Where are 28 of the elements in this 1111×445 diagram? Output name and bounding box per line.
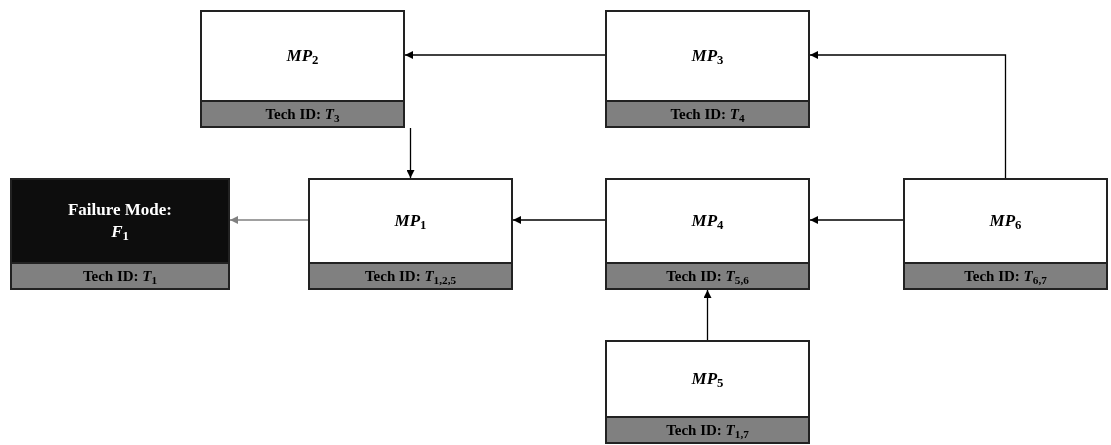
node-title: MP$_{4}$ — [691, 209, 724, 233]
tech-id-label: Tech ID: T$_{1,7}$ — [666, 420, 749, 442]
tech-id-label: Tech ID: T$_{5,6}$ — [666, 266, 749, 288]
process-box — [605, 340, 810, 444]
node-title: Failure Mode: F$_{1}$ — [67, 198, 173, 244]
arrow — [809, 216, 904, 224]
process-box — [200, 10, 405, 128]
process-box — [605, 10, 810, 128]
arrow — [404, 51, 606, 59]
node-title: MP$_{2}$ — [286, 44, 319, 68]
process-box — [308, 178, 513, 290]
node-title: MP$_{5}$ — [691, 367, 724, 391]
process-box — [605, 178, 810, 290]
arrow — [512, 216, 606, 224]
process-box — [903, 178, 1108, 290]
arrow — [809, 51, 1007, 179]
tech-id-label: Tech ID: T$_{1,2,5}$ — [364, 266, 457, 288]
tech-id-label: Tech ID: T$_{3}$ — [265, 104, 340, 126]
tech-id-label: Tech ID: T$_{4}$ — [670, 104, 745, 126]
tech-id-label: Tech ID: T$_{1}$ — [82, 266, 158, 288]
arrow — [703, 289, 712, 341]
tech-id-label: Tech ID: T$_{6,7}$ — [964, 266, 1047, 288]
arrow — [406, 127, 415, 179]
node-title: MP$_{6}$ — [989, 209, 1022, 233]
node-title: MP$_{3}$ — [691, 44, 724, 68]
failure-mode-box — [10, 178, 230, 290]
arrow — [229, 216, 309, 224]
node-title: MP$_{1}$ — [394, 209, 427, 233]
